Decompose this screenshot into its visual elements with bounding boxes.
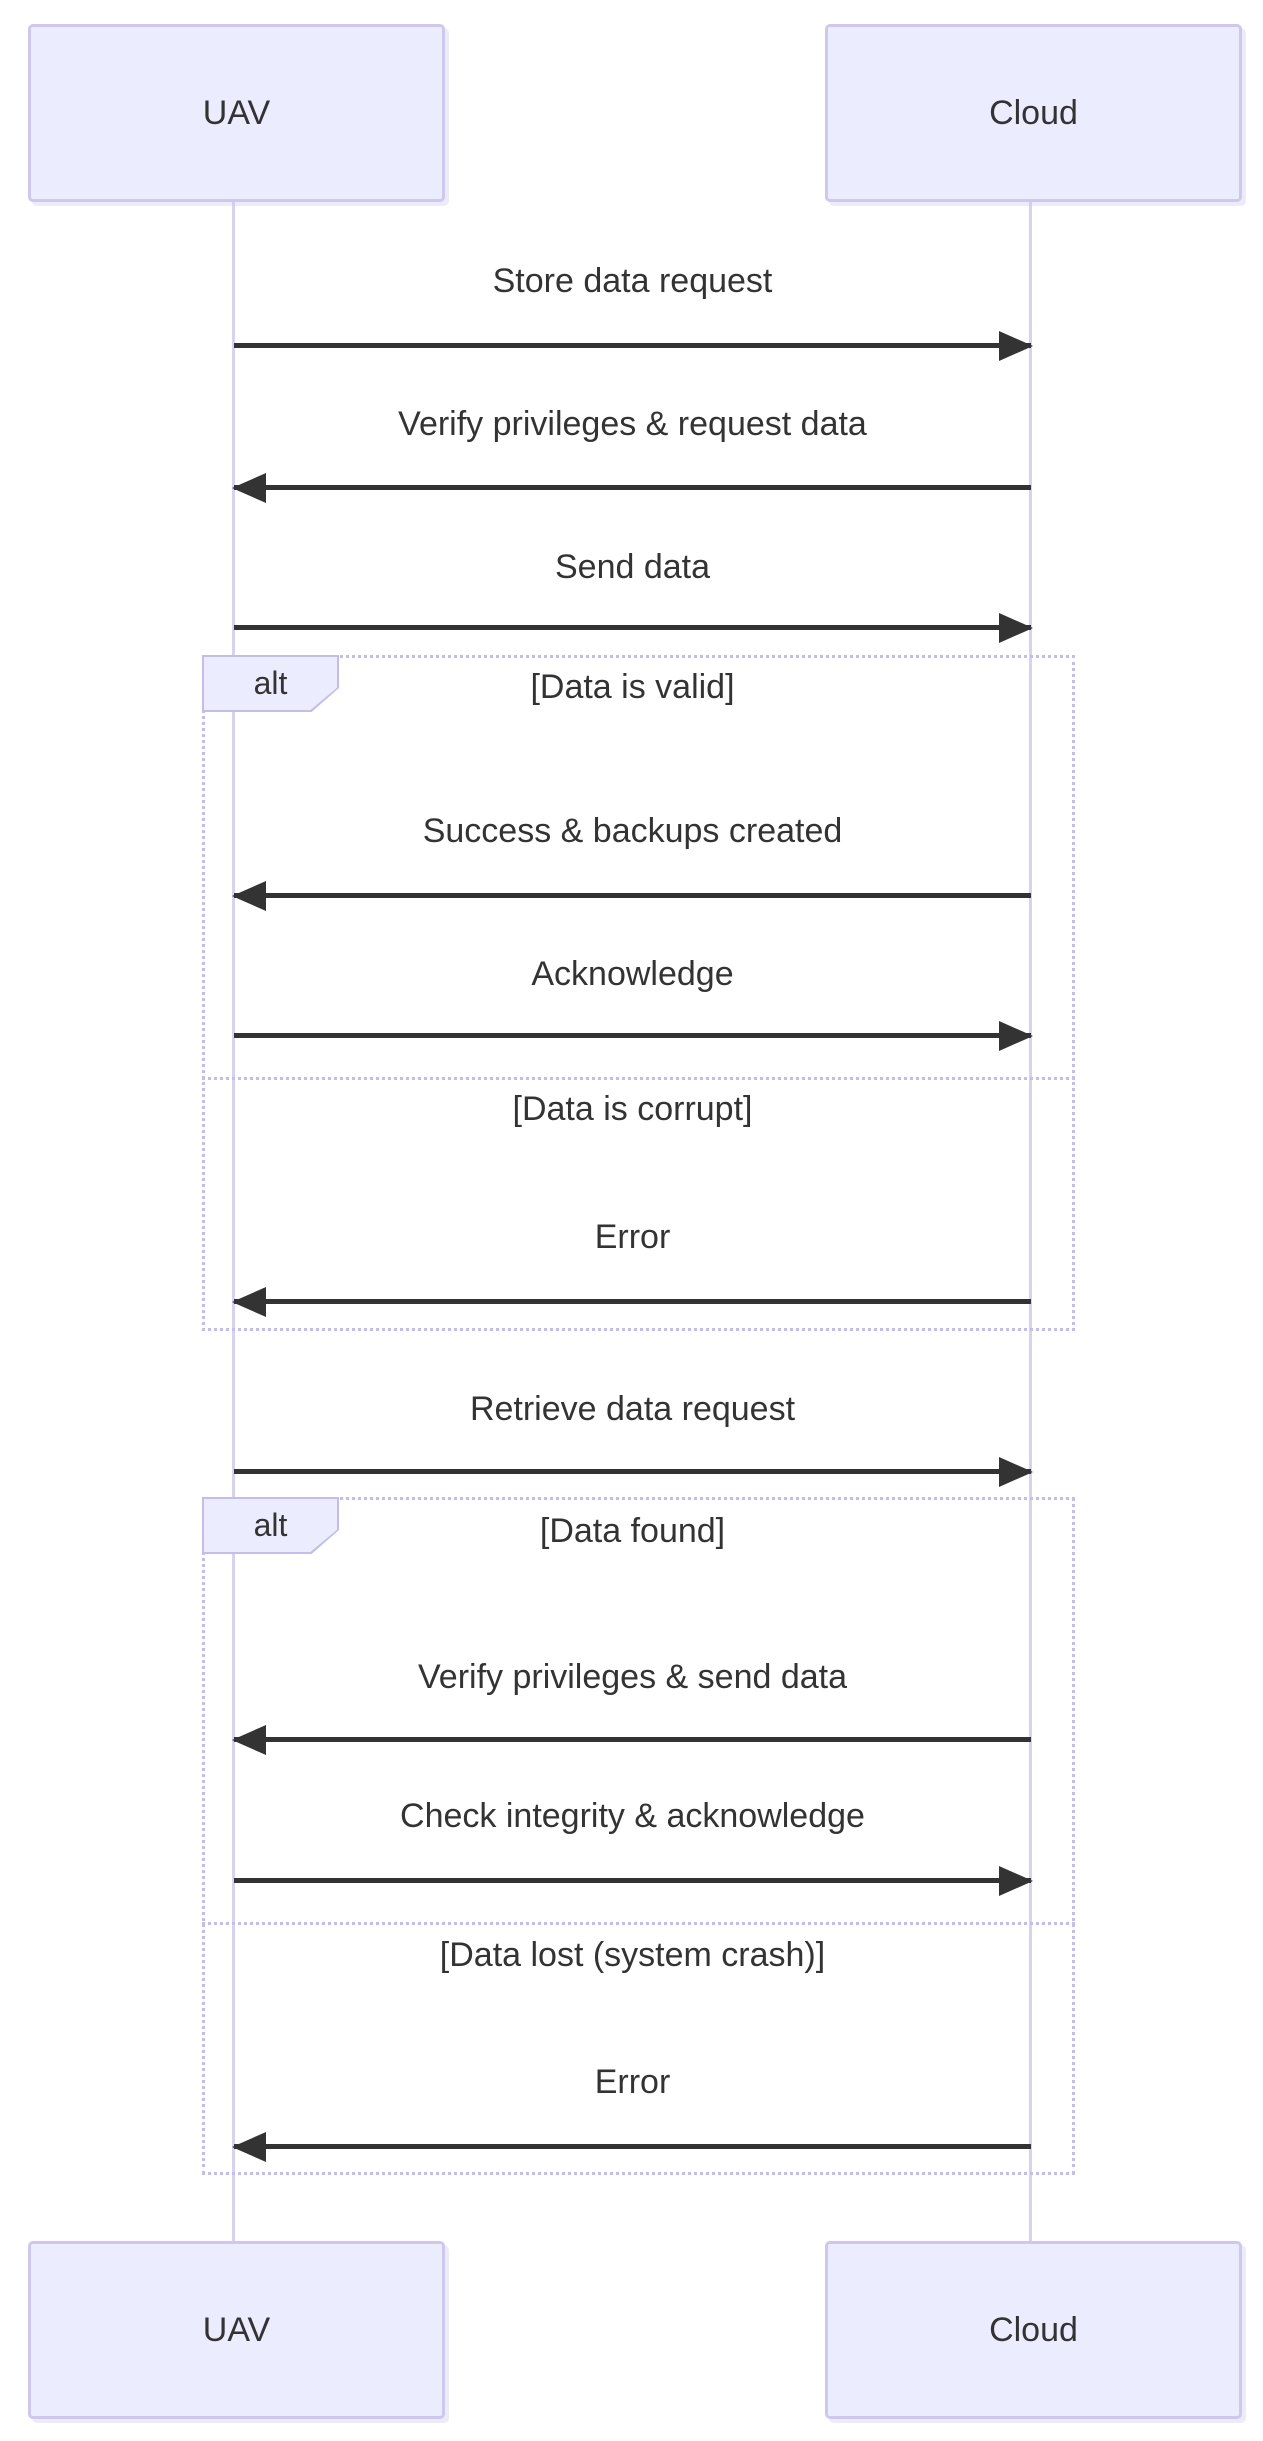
message-label: Store data request	[492, 262, 773, 300]
alt-operator-label: alt	[253, 1507, 288, 1543]
message-label: Verify privileges & send data	[417, 1658, 848, 1696]
message-label: Success & backups created	[422, 812, 843, 850]
message-arrow-right	[234, 330, 1033, 361]
message-label: Acknowledge	[531, 955, 734, 993]
alt-section-divider	[202, 1077, 1075, 1080]
alt-condition: [Data lost (system crash)]	[439, 1936, 826, 1974]
message-arrow-left	[232, 472, 1031, 503]
alt-condition: [Data is valid]	[530, 668, 735, 706]
alt-frame	[202, 655, 1075, 1331]
alt-operator-label: alt	[253, 665, 288, 701]
actor-box-cloud-top: Cloud	[825, 24, 1242, 202]
arrowhead-left-icon	[232, 1724, 266, 1755]
message-label: Error	[594, 1218, 671, 1256]
actor-label-uav: UAV	[202, 93, 271, 132]
message-arrow-left	[232, 880, 1031, 911]
arrowhead-left-icon	[232, 472, 266, 503]
message-arrow-right	[234, 612, 1033, 643]
arrowhead-right-icon	[999, 1865, 1033, 1896]
message-label: Error	[594, 2063, 671, 2101]
arrowhead-left-icon	[232, 1286, 266, 1317]
message-label: Send data	[554, 548, 711, 586]
alt-condition: [Data is corrupt]	[512, 1090, 753, 1128]
arrowhead-left-icon	[232, 880, 266, 911]
arrowhead-right-icon	[999, 1020, 1033, 1051]
actor-label-cloud: Cloud	[989, 2310, 1078, 2349]
arrowhead-right-icon	[999, 612, 1033, 643]
alt-condition: [Data found]	[539, 1512, 726, 1550]
message-arrow-right	[234, 1020, 1033, 1051]
arrowhead-right-icon	[999, 330, 1033, 361]
message-arrow-left	[232, 1286, 1031, 1317]
arrowhead-left-icon	[232, 2131, 266, 2162]
actor-box-uav-top: UAV	[28, 24, 445, 202]
lifeline-uav	[232, 200, 235, 2241]
message-arrow-left	[232, 2131, 1031, 2162]
alt-section-divider	[202, 1922, 1075, 1925]
arrowhead-right-icon	[999, 1456, 1033, 1487]
actor-label-uav: UAV	[202, 2310, 271, 2349]
message-arrow-right	[234, 1865, 1033, 1896]
lifeline-cloud	[1029, 200, 1032, 2241]
alt-operator-badge: alt	[202, 1497, 339, 1554]
message-label: Verify privileges & request data	[398, 405, 867, 443]
actor-box-cloud-bottom: Cloud	[825, 2241, 1242, 2419]
message-arrow-right	[234, 1456, 1033, 1487]
message-label: Check integrity & acknowledge	[400, 1797, 865, 1835]
actor-box-uav-bottom: UAV	[28, 2241, 445, 2419]
alt-operator-badge: alt	[202, 655, 339, 712]
message-arrow-left	[232, 1724, 1031, 1755]
message-label: Retrieve data request	[469, 1390, 796, 1428]
alt-frame	[202, 1497, 1075, 2175]
actor-label-cloud: Cloud	[989, 93, 1078, 132]
